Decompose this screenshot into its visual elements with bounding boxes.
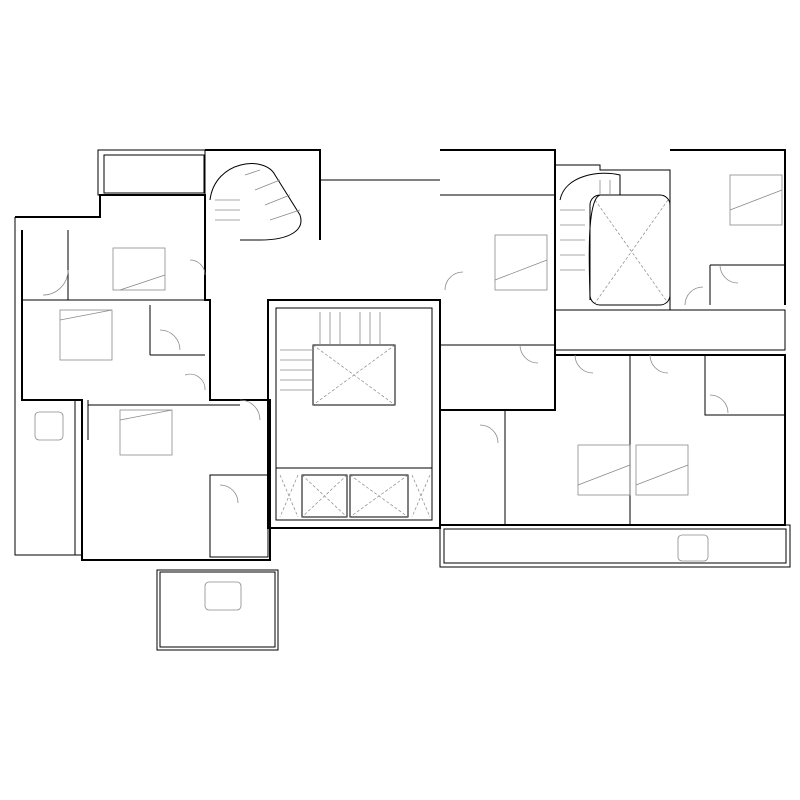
core (267, 299, 441, 529)
upper-stair (205, 149, 440, 241)
right-wing (439, 149, 791, 568)
left-wing (14, 149, 279, 651)
table-icon (677, 534, 709, 562)
right-furniture (444, 174, 783, 562)
left-furniture (34, 247, 261, 611)
table-icon (204, 581, 242, 611)
table-icon (34, 411, 64, 441)
